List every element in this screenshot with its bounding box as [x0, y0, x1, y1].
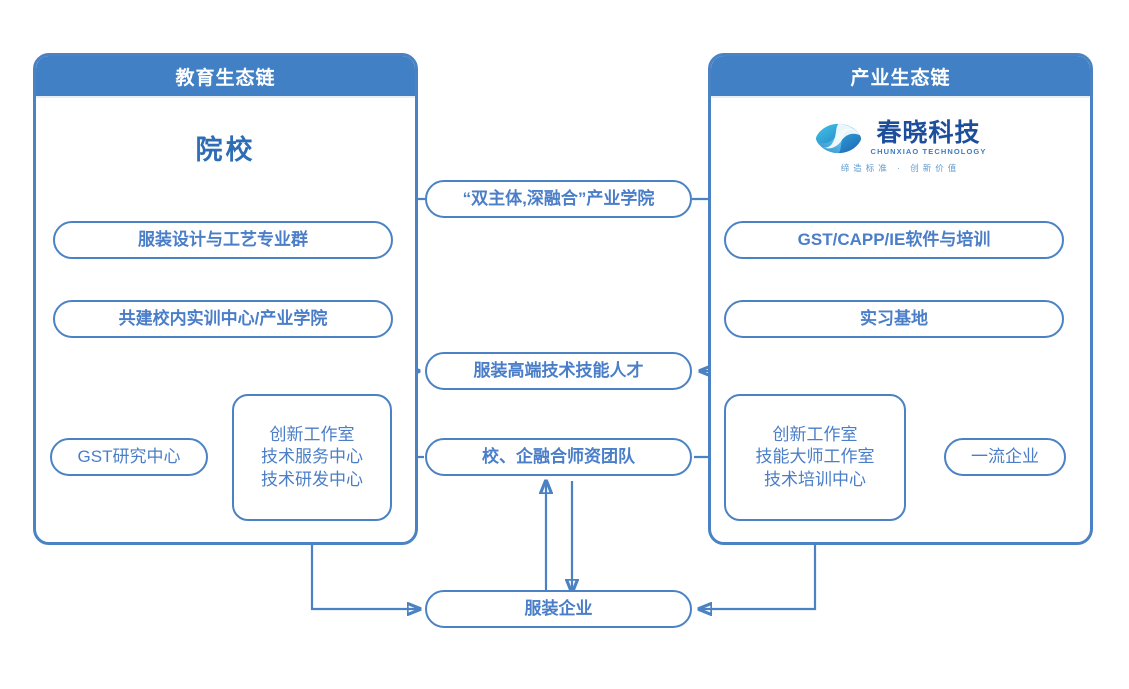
chunxiao-logo: 春晓科技 CHUNXIAO TECHNOLOGY 缔造标准 · 创新价值	[711, 120, 1090, 174]
node-left-innovation-studio-line-3: 技术研发中心	[261, 469, 363, 489]
node-left-innovation-studio[interactable]: 创新工作室 技术服务中心 技术研发中心	[232, 394, 392, 521]
node-fashion-major-group-label: 服装设计与工艺专业群	[138, 229, 308, 249]
node-left-innovation-studio-line-1: 创新工作室	[269, 424, 355, 444]
node-industry-college-label: “双主体,深融合”产业学院	[462, 188, 655, 208]
node-gst-research-center[interactable]: GST研究中心	[50, 438, 208, 476]
education-chain-header: 教育生态链	[36, 56, 415, 98]
node-right-innovation-studio-line-2: 技能大师工作室	[755, 447, 875, 467]
node-gst-research-center-label: GST研究中心	[77, 446, 181, 466]
page-title-institution: 院校	[195, 135, 256, 165]
node-internship-base-label: 实习基地	[860, 308, 928, 328]
node-left-innovation-studio-line-2: 技术服务中心	[261, 447, 363, 467]
node-industry-college[interactable]: “双主体,深融合”产业学院	[425, 180, 692, 218]
swirl-eye-logo-icon	[815, 123, 861, 153]
node-high-end-talent[interactable]: 服装高端技术技能人才	[425, 352, 692, 390]
node-campus-training-center[interactable]: 共建校内实训中心/产业学院	[53, 300, 393, 338]
node-top-enterprise-label: 一流企业	[971, 446, 1039, 466]
node-gst-capp-ie-software-label: GST/CAPP/IE软件与培训	[797, 229, 991, 249]
node-right-innovation-studio[interactable]: 创新工作室 技能大师工作室 技术培训中心	[724, 394, 906, 521]
node-garment-enterprise-label: 服装企业	[524, 598, 593, 618]
node-fashion-major-group[interactable]: 服装设计与工艺专业群	[53, 221, 393, 259]
node-campus-training-center-label: 共建校内实训中心/产业学院	[118, 308, 328, 328]
industry-chain-body: 春晓科技 CHUNXIAO TECHNOLOGY 缔造标准 · 创新价值	[711, 98, 1090, 542]
node-right-innovation-studio-line-1: 创新工作室	[772, 424, 858, 444]
node-high-end-talent-label: 服装高端技术技能人才	[473, 360, 644, 380]
logo-name-cn: 春晓科技	[876, 119, 981, 147]
node-right-innovation-studio-line-3: 技术培训中心	[764, 469, 866, 489]
logo-name-en: CHUNXIAO TECHNOLOGY	[870, 147, 987, 157]
logo-slogan: 缔造标准 · 创新价值	[840, 163, 961, 174]
node-internship-base[interactable]: 实习基地	[724, 300, 1064, 338]
node-teacher-team[interactable]: 校、企融合师资团队	[425, 438, 692, 476]
node-gst-capp-ie-software[interactable]: GST/CAPP/IE软件与培训	[724, 221, 1064, 259]
education-chain-body: 院校	[36, 98, 415, 542]
node-top-enterprise[interactable]: 一流企业	[944, 438, 1066, 476]
node-garment-enterprise[interactable]: 服装企业	[425, 590, 692, 628]
node-teacher-team-label: 校、企融合师资团队	[482, 446, 635, 466]
industry-chain-header: 产业生态链	[711, 56, 1090, 98]
